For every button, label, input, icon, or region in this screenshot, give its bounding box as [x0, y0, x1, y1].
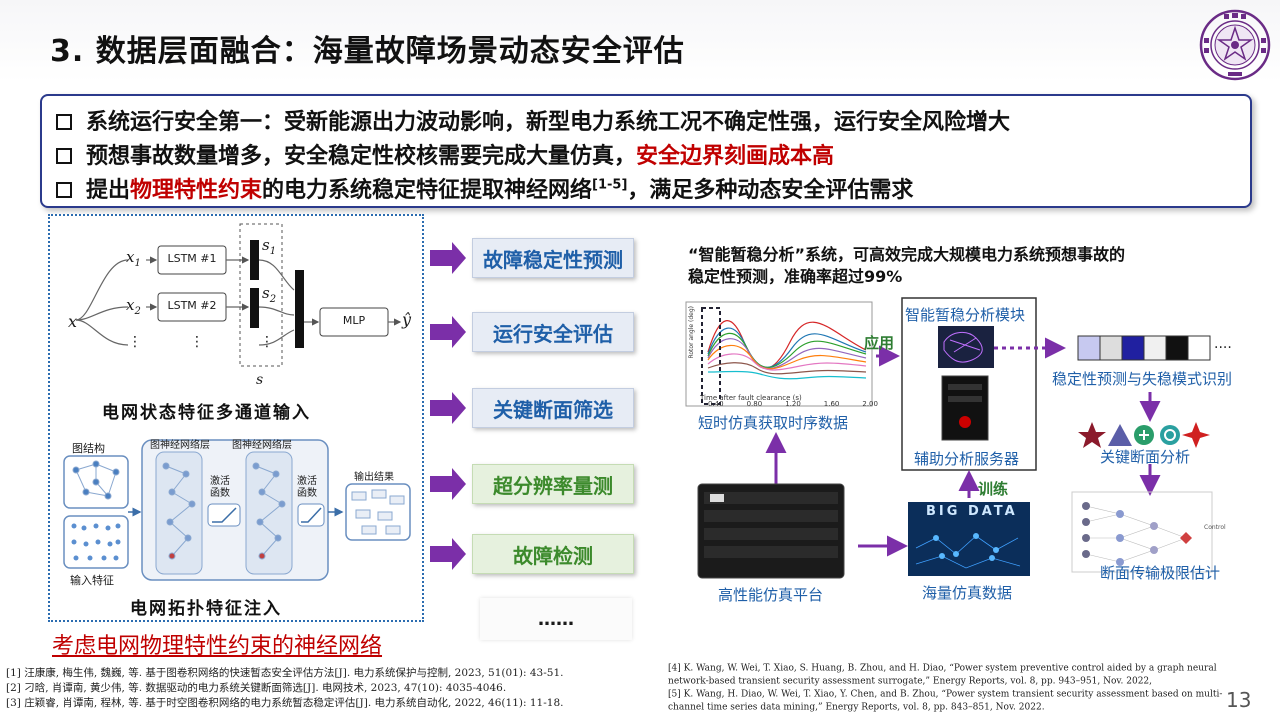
- gnn-layer-1-label: 图神经网络层: [150, 440, 210, 451]
- task-operation-security-assessment: 运行安全评估: [472, 312, 634, 352]
- page-number: 13: [1226, 688, 1252, 712]
- smart-module-label: 智能暂稳分析模块: [905, 306, 1026, 324]
- lstm-1-box: LSTM #1: [167, 252, 217, 265]
- aux-server-label: 辅助分析服务器: [914, 450, 1020, 468]
- task-arrows: [430, 242, 466, 570]
- summary-box: 系统运行安全第一：受新能源出力波动影响，新型电力系统工况不确定性强，运行安全风险…: [40, 94, 1252, 208]
- activation-1-label: 激活 函数: [210, 476, 230, 499]
- system-diagram: ····: [685, 297, 1232, 579]
- university-logo: [1199, 9, 1271, 81]
- output-result-label: 输出结果: [354, 472, 394, 483]
- y-hat-output: ŷ: [402, 310, 412, 329]
- s1-label: s1: [262, 236, 277, 257]
- dots-3: ⋮: [260, 334, 274, 350]
- system-description: “智能暂稳分析”系统，可高效完成大规模电力系统预想事故的 稳定性预测，准确率超过…: [688, 245, 1126, 286]
- key-section-analysis-label: 关键断面分析: [1100, 448, 1191, 466]
- plot-y-axis-label: Rotor angle (deg): [688, 306, 695, 359]
- massive-data-label: 海量仿真数据: [922, 584, 1013, 602]
- nn-red-caption: 考虑电网物理特性约束的神经网络: [52, 634, 383, 659]
- bullet-3: 提出物理特性约束的电力系统稳定特征提取神经网络[1-5]，满足多种动态安全评估需…: [56, 172, 913, 204]
- checkbox-square-icon: [56, 148, 72, 164]
- more-tasks-ellipsis: ……: [480, 598, 632, 640]
- dots-2: ⋮: [190, 334, 204, 350]
- mlp-box: MLP: [342, 314, 366, 327]
- input-features-label: 输入特征: [70, 574, 114, 587]
- control-label: Control: [1204, 524, 1226, 531]
- plot-x-axis-label: Time after fault clearance (s): [700, 394, 802, 402]
- activation-2-label: 激活 函数: [297, 476, 317, 499]
- gnn-layer-2-label: 图神经网络层: [232, 440, 292, 451]
- references-left: [1] 汪康康, 梅生伟, 魏巍, 等. 基于图卷积网络的快速暂态安全评估方法[…: [6, 667, 564, 709]
- references-right: [4] K. Wang, W. Wei, T. Xiao, S. Huang, …: [668, 662, 1223, 712]
- bullet-1: 系统运行安全第一：受新能源出力波动影响，新型电力系统工况不确定性强，运行安全风险…: [56, 104, 1010, 136]
- graph-structure-label: 图结构: [72, 442, 105, 455]
- lstm-input-x: x: [68, 312, 78, 331]
- task-key-section-screening: 关键断面筛选: [472, 388, 634, 428]
- hpc-platform-label: 高性能仿真平台: [718, 586, 824, 604]
- task-fault-detection: 故障检测: [472, 534, 634, 574]
- s2-label: s2: [262, 284, 277, 305]
- task-super-resolution-measurement: 超分辨率量测: [472, 464, 634, 504]
- apply-label: 应用: [864, 334, 895, 352]
- dots-1: ⋮: [128, 334, 142, 350]
- stability-prediction-label: 稳定性预测与失稳模式识别: [1052, 370, 1233, 388]
- title-bar: [0, 0, 1280, 82]
- checkbox-square-icon: [56, 114, 72, 130]
- lstm-2-box: LSTM #2: [167, 299, 217, 312]
- lstm-input-x1: x1: [126, 248, 141, 269]
- svg-text:····: ····: [1214, 340, 1232, 356]
- page-title: 3. 数据层面融合：海量故障场景动态安全评估: [50, 34, 685, 69]
- gnn-diagram: [63, 439, 411, 581]
- checkbox-square-icon: [56, 182, 72, 198]
- train-label: 训练: [978, 480, 1009, 498]
- lstm-input-x2: x2: [126, 296, 141, 317]
- s-label: s: [256, 372, 264, 388]
- lstm-diagram: [75, 223, 402, 367]
- gnn-caption: 电网拓扑特征注入: [130, 599, 282, 619]
- task-fault-stability-prediction: 故障稳定性预测: [472, 238, 634, 278]
- bullet-2: 预想事故数量增多，安全稳定性校核需要完成大量仿真，安全边界刻画成本高: [56, 138, 834, 170]
- big-data-label: BIG DATA: [926, 504, 1018, 519]
- lstm-caption: 电网状态特征多通道输入: [102, 403, 311, 423]
- section-limit-label: 断面传输极限估计: [1100, 564, 1221, 582]
- short-sim-label: 短时仿真获取时序数据: [698, 414, 849, 432]
